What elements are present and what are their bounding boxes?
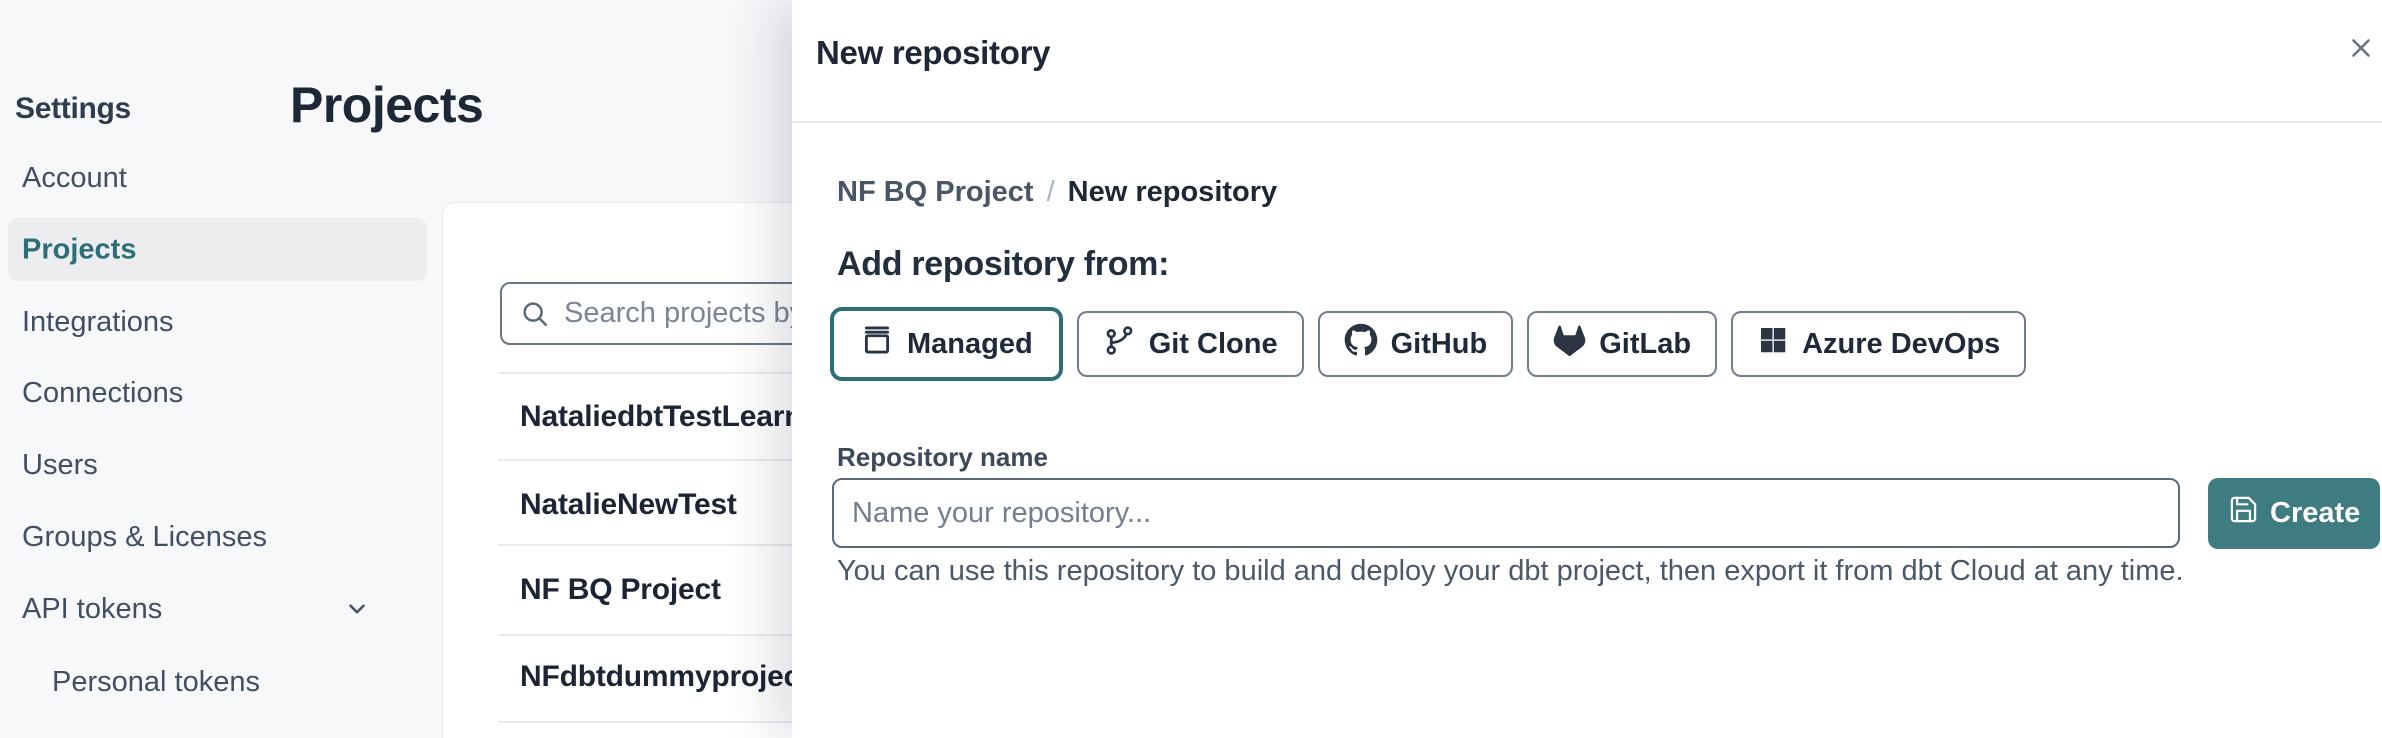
sidebar-item-projects-label: Projects: [22, 233, 137, 265]
source-option-label: Managed: [907, 327, 1033, 360]
sidebar-item-api-tokens[interactable]: API tokens: [22, 593, 163, 625]
breadcrumb: NF BQ Project / New repository: [837, 176, 1277, 209]
gitlab-icon: [1553, 324, 1586, 365]
sidebar-item-integrations[interactable]: Integrations: [22, 306, 174, 338]
repo-source-options: Managed Git Clone GitHub GitLab: [830, 306, 2027, 382]
sidebar-item-projects[interactable]: Projects: [8, 218, 427, 281]
close-icon: [2346, 38, 2376, 66]
source-option-github[interactable]: GitHub: [1317, 311, 1514, 377]
project-row-natalienewtest[interactable]: NatalieNewTest: [520, 488, 737, 521]
modal-title: New repository: [816, 34, 1051, 71]
sidebar-item-account[interactable]: Account: [22, 162, 127, 194]
source-option-azure-devops[interactable]: Azure DevOps: [1731, 311, 2027, 377]
breadcrumb-project-link[interactable]: NF BQ Project: [837, 176, 1034, 208]
settings-title: Settings: [15, 92, 131, 125]
breadcrumb-current: New repository: [1067, 176, 1278, 208]
azure-devops-icon: [1757, 324, 1789, 364]
source-option-managed[interactable]: Managed: [830, 307, 1063, 381]
github-icon: [1344, 323, 1378, 365]
chevron-down-icon[interactable]: [344, 596, 370, 622]
new-repository-modal: New repository NF BQ Project / New repos…: [792, 0, 2382, 738]
source-option-label: Git Clone: [1148, 327, 1278, 360]
project-row-nataliedbttestlearn[interactable]: NataliedbtTestLearn T: [520, 400, 829, 433]
create-button-label: Create: [2270, 497, 2361, 529]
sidebar-item-users[interactable]: Users: [22, 449, 98, 481]
project-row-nf-bq-project[interactable]: NF BQ Project: [520, 573, 721, 606]
source-option-label: GitLab: [1599, 327, 1692, 360]
repository-helper-text: You can use this repository to build and…: [837, 555, 2184, 587]
source-option-label: GitHub: [1390, 327, 1488, 360]
source-option-git-clone[interactable]: Git Clone: [1076, 311, 1304, 377]
sidebar-item-personal-tokens[interactable]: Personal tokens: [52, 666, 260, 698]
source-option-gitlab[interactable]: GitLab: [1527, 311, 1718, 377]
project-row-nfdbtdummyproject[interactable]: NFdbtdummyproject: [520, 660, 810, 693]
page-title: Projects: [290, 77, 484, 133]
repository-name-input[interactable]: [832, 478, 2180, 548]
sidebar-item-groups-licenses[interactable]: Groups & Licenses: [22, 521, 268, 553]
add-repository-heading: Add repository from:: [837, 245, 1170, 283]
git-branch-icon: [1103, 324, 1136, 365]
save-icon: [2228, 494, 2259, 533]
create-button[interactable]: Create: [2208, 478, 2381, 549]
sidebar-item-connections[interactable]: Connections: [22, 377, 184, 409]
breadcrumb-separator: /: [1046, 176, 1055, 208]
close-button[interactable]: [2340, 28, 2382, 70]
source-option-label: Azure DevOps: [1802, 327, 2001, 360]
managed-repo-icon: [860, 323, 894, 365]
divider: [792, 121, 2382, 123]
search-icon: [520, 299, 550, 329]
repository-name-label: Repository name: [837, 442, 1048, 472]
